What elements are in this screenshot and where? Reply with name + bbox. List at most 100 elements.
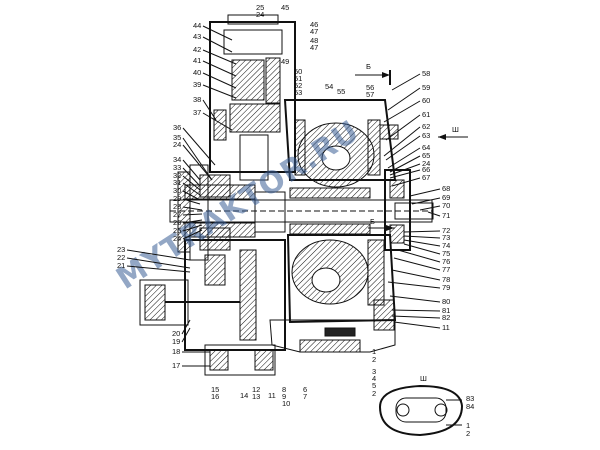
callout-top-10: 52 bbox=[294, 81, 302, 90]
leader-left-16 bbox=[182, 198, 201, 205]
callout-top-9: 51 bbox=[294, 74, 302, 83]
leader-left-14 bbox=[182, 182, 201, 196]
leader-right-7 bbox=[389, 155, 421, 173]
leader-right-24 bbox=[391, 309, 441, 312]
callout-left-7: 37 bbox=[193, 108, 201, 117]
callout-left-24: 21 bbox=[117, 261, 125, 270]
callout-top-14: 56 bbox=[366, 83, 374, 92]
callout-left-8: 36 bbox=[173, 123, 181, 132]
callout-detail-2: 1 bbox=[466, 421, 470, 430]
leader-left-19 bbox=[182, 219, 203, 224]
view-label-sh: Ш bbox=[452, 125, 459, 134]
leader-right-14 bbox=[427, 211, 441, 217]
callout-right-18: 75 bbox=[442, 249, 450, 258]
callout-left-26: 19 bbox=[172, 337, 180, 346]
callout-left-4: 40 bbox=[193, 68, 201, 77]
section-label-b-top: Б bbox=[366, 62, 371, 71]
callout-right-13: 70 bbox=[442, 201, 450, 210]
leader-left-2 bbox=[202, 49, 237, 65]
callout-right-24: 81 bbox=[442, 306, 450, 315]
callout-detail-3: 2 bbox=[466, 429, 470, 438]
leader-right-17 bbox=[403, 239, 441, 247]
leader-left-15 bbox=[182, 190, 201, 201]
callout-top-7: 49 bbox=[281, 57, 289, 66]
callout-right-17: 74 bbox=[442, 241, 450, 250]
callout-right-16: 73 bbox=[442, 233, 450, 242]
callout-right-26: 11 bbox=[442, 323, 450, 332]
leader-left-25 bbox=[181, 319, 191, 335]
callout-left-28: 17 bbox=[172, 361, 180, 370]
callout-detail-0: 83 bbox=[466, 394, 474, 403]
leader-left-11 bbox=[182, 159, 201, 181]
callout-right-25: 82 bbox=[442, 313, 450, 322]
callout-right-23: 80 bbox=[442, 297, 450, 306]
oil-sump bbox=[269, 319, 396, 353]
leader-left-3 bbox=[202, 60, 237, 77]
leader-left-21 bbox=[182, 229, 203, 240]
callout-left-22: 23 bbox=[117, 245, 125, 254]
leader-right-3 bbox=[385, 114, 421, 141]
section-arrow-b-mid: Б bbox=[368, 217, 395, 231]
leader-right-5 bbox=[385, 135, 421, 161]
leader-left-10 bbox=[182, 144, 213, 181]
leader-left-24 bbox=[126, 265, 191, 273]
leader-right-9 bbox=[389, 169, 421, 179]
leader-right-22 bbox=[387, 281, 441, 289]
leader-left-8 bbox=[182, 127, 216, 166]
callout-bottom-15: 5 bbox=[372, 381, 376, 390]
view-arrow-sh: Ш bbox=[438, 125, 468, 140]
callout-bottom-9: 6 bbox=[303, 385, 307, 394]
callout-bottom-6: 8 bbox=[282, 385, 286, 394]
main-housing-upper bbox=[283, 99, 397, 188]
callout-top-1: 24 bbox=[256, 10, 264, 19]
leader-right-21 bbox=[391, 269, 441, 281]
callout-top-13: 55 bbox=[337, 87, 345, 96]
callout-top-12: 54 bbox=[325, 82, 333, 91]
leader-right-0 bbox=[391, 73, 421, 91]
callout-right-4: 62 bbox=[422, 122, 430, 131]
callout-top-0: 25 bbox=[256, 3, 264, 12]
leader-left-0 bbox=[202, 25, 233, 41]
callout-top-5: 48 bbox=[310, 36, 318, 45]
callout-left-1: 43 bbox=[193, 32, 201, 41]
upper-gear-housing bbox=[209, 14, 296, 181]
lower-drive-housing bbox=[139, 239, 286, 376]
leader-left-4 bbox=[202, 72, 237, 89]
right-end-cover bbox=[373, 124, 411, 331]
callout-right-1: 59 bbox=[422, 83, 430, 92]
callout-right-8: 24 bbox=[422, 159, 430, 168]
leader-left-7 bbox=[202, 112, 233, 131]
callout-top-8: 50 bbox=[294, 67, 302, 76]
callout-right-21: 78 bbox=[442, 275, 450, 284]
callout-left-9: 35 bbox=[173, 133, 181, 142]
callout-left-14: 31 bbox=[173, 178, 181, 187]
leader-left-1 bbox=[202, 36, 233, 53]
leader-right-13 bbox=[419, 205, 441, 211]
callout-bottom-2: 14 bbox=[240, 391, 248, 400]
callout-bottom-4: 13 bbox=[252, 392, 260, 401]
callout-left-3: 41 bbox=[193, 56, 201, 65]
leader-left-20 bbox=[182, 224, 203, 232]
callout-right-19: 76 bbox=[442, 257, 450, 266]
detail-view-sh: Ш bbox=[378, 374, 464, 437]
callout-detail-1: 84 bbox=[466, 402, 474, 411]
callout-right-11: 68 bbox=[442, 184, 450, 193]
callout-left-25: 20 bbox=[172, 329, 180, 338]
leader-right-8 bbox=[389, 163, 421, 176]
callout-bottom-12: 2 bbox=[372, 355, 376, 364]
callout-left-20: 25 bbox=[173, 226, 181, 235]
callout-top-15: 57 bbox=[366, 90, 374, 99]
callout-top-3: 46 bbox=[310, 20, 318, 29]
callout-right-15: 72 bbox=[442, 226, 450, 235]
leader-left-22 bbox=[126, 249, 191, 261]
callout-bottom-5: 11 bbox=[268, 391, 276, 400]
callout-left-12: 33 bbox=[173, 163, 181, 172]
callout-left-21: 24 bbox=[173, 234, 181, 243]
leader-left-12 bbox=[182, 167, 201, 187]
callout-left-11: 34 bbox=[173, 155, 181, 164]
callout-top-4: 47 bbox=[310, 27, 318, 36]
callout-top-2: 45 bbox=[281, 3, 289, 12]
leader-right-19 bbox=[397, 249, 441, 263]
leader-left-5 bbox=[202, 84, 237, 99]
